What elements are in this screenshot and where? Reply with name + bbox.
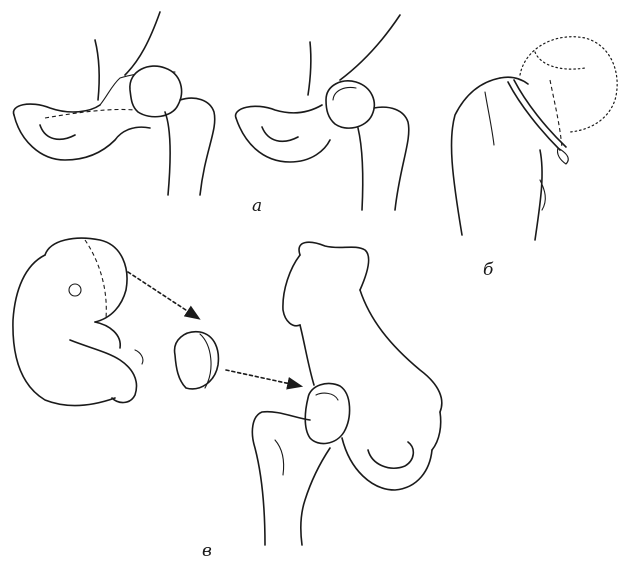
panel-a-reduced-hip: [236, 15, 409, 210]
graft-hemisphere: [175, 332, 219, 389]
pelvis-outline-a1: [95, 40, 99, 100]
femoral-head-a: [130, 66, 182, 117]
label-a: а: [252, 196, 262, 216]
panel-b-transplant: [451, 37, 617, 240]
femur-shaft-right-c: [535, 150, 542, 240]
pubis: [432, 412, 441, 450]
panel-v-hip: [252, 242, 441, 545]
ligature-knot: [557, 148, 568, 164]
femur-shaft-left-b: [358, 128, 363, 210]
acetabulum-bowl-a: [14, 115, 150, 160]
ilium-top: [299, 242, 369, 290]
fetus-donor: [13, 238, 143, 406]
femur-shaft-right-b: [374, 107, 409, 210]
pelvis-outline-b1: [308, 42, 311, 95]
greater-trochanter: [275, 440, 284, 475]
obturator-b: [262, 127, 298, 141]
fetus-body: [13, 255, 115, 406]
fetus-head-incision: [85, 240, 106, 318]
ilium-anterior-spine: [300, 325, 314, 385]
arrow-to-hip: [226, 370, 300, 386]
panel-a-dislocated-hip: [13, 12, 214, 195]
arrow-to-graft: [128, 272, 198, 318]
fetus-foot: [135, 350, 143, 364]
transplant-inner-1: [535, 52, 585, 69]
label-b: б: [483, 260, 494, 280]
obturator-v: [368, 442, 413, 468]
label-v: в: [202, 541, 212, 561]
femoral-head-v: [305, 383, 349, 443]
acetabulum-rim-b: [236, 105, 322, 118]
femur-cortex-line: [485, 92, 494, 145]
ilium-front: [283, 255, 300, 326]
ischium: [342, 438, 432, 490]
fetus-leg: [70, 340, 137, 403]
femur-shaft-left-a: [165, 112, 170, 195]
femur-shaft-right-a: [180, 98, 215, 195]
ligature-line-2: [514, 80, 566, 147]
fetus-arm: [95, 322, 120, 348]
femur-inner-v: [301, 448, 330, 545]
obturator-a: [40, 125, 75, 139]
femur-neck-left: [451, 78, 500, 235]
fetus-head: [45, 238, 127, 322]
acetabulum-bowl-b: [236, 118, 330, 162]
donor-graft: [175, 332, 219, 389]
ligature-line-1: [508, 82, 560, 150]
pelvis-outline-b2: [340, 15, 400, 80]
acetabulum-rim-a: [13, 104, 100, 115]
fetus-ear: [69, 284, 81, 296]
ilium-back: [360, 290, 442, 412]
transplant-head-outline: [520, 37, 617, 132]
